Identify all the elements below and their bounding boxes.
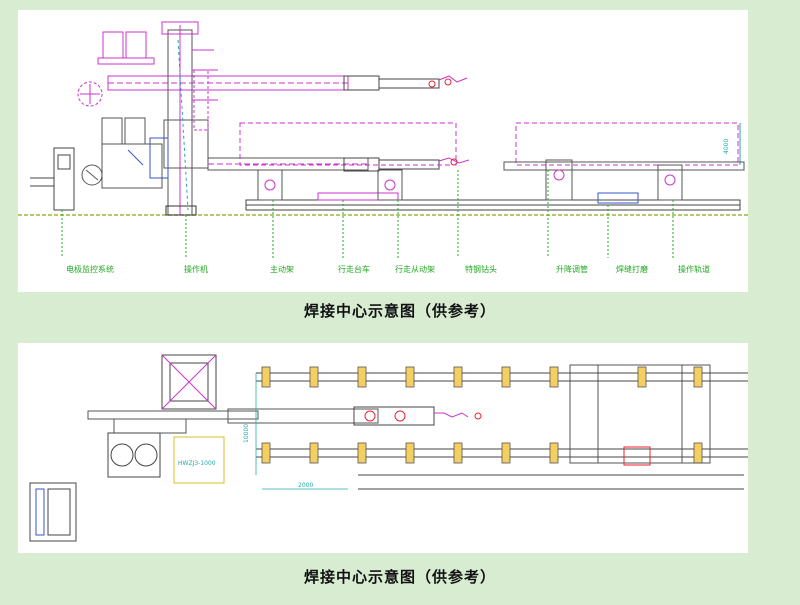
label-monitor: 电极监控系统 — [66, 264, 114, 274]
label-track: 操作轨道 — [678, 264, 710, 274]
roller-stands — [257, 159, 683, 201]
plan-rails — [256, 372, 748, 490]
control-box — [173, 436, 225, 484]
plan-view-panel: HWZJ3-1000 2000 10000 — [18, 343, 748, 553]
dim-horizontal: 2000 — [298, 482, 313, 489]
label-drill: 特钢钻头 — [465, 264, 497, 274]
plan-boom — [87, 406, 482, 434]
dimension-label: 4000 — [723, 139, 730, 154]
leader-lines — [61, 170, 674, 258]
plan-drums — [107, 432, 161, 478]
control-cabinet — [30, 147, 75, 211]
plan-drawing: HWZJ3-1000 2000 10000 — [29, 354, 748, 542]
column — [149, 21, 218, 216]
raised-boom — [77, 31, 468, 107]
label-active-frame: 主动架 — [270, 264, 294, 274]
caption-plan: 焊接中心示意图（供参考） — [303, 568, 496, 586]
plan-cabinet — [29, 482, 77, 542]
label-manipulator: 操作机 — [184, 264, 208, 274]
rail — [245, 192, 741, 211]
label-lifting: 升降调管 — [556, 264, 588, 274]
caption-elevation: 焊接中心示意图（供参考） — [303, 302, 496, 320]
pipe-outlines — [239, 122, 739, 166]
elevation-view-panel: 电极监控系统 操作机 主动架 行走台车 行走从动架 特钢钻头 升降调管 焊缝打磨… — [18, 10, 748, 292]
label-grinding: 焊缝打磨 — [616, 264, 648, 274]
plan-trolley — [569, 364, 711, 466]
label-trolley: 行走台车 — [338, 264, 370, 274]
working-boom — [81, 117, 470, 189]
plan-column — [161, 354, 217, 410]
callout-labels: 电极监控系统 操作机 主动架 行走台车 行走从动架 特钢钻头 升降调管 焊缝打磨… — [66, 264, 710, 274]
label-follow-frame: 行走从动架 — [395, 264, 435, 274]
plan-dimensions — [255, 373, 348, 490]
elevation-drawing: 电极监控系统 操作机 主动架 行走台车 行走从动架 特钢钻头 升降调管 焊缝打磨… — [18, 21, 748, 274]
plan-rollers — [261, 366, 703, 464]
dim-vertical: 10000 — [243, 424, 250, 443]
control-box-label: HWZJ3-1000 — [178, 460, 216, 467]
